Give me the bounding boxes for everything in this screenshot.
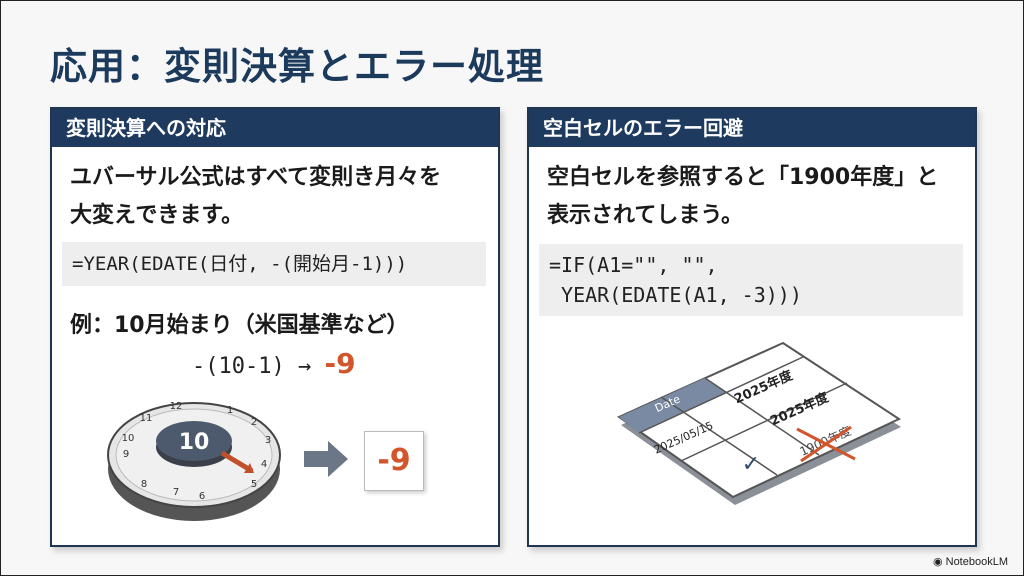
logo-icon: ◉ bbox=[932, 556, 946, 568]
calc-line: -(10-1) → -9 bbox=[192, 347, 356, 380]
card-fiscal-year: 変則決算への対応 ユバーサル公式はすべて変則き月々を 大変えできます。 =YEA… bbox=[50, 107, 500, 547]
card-header-blank: 空白セルのエラー回避 bbox=[529, 109, 975, 147]
card-blank-cell: 空白セルのエラー回避 空白セルを参照すると「1900年度」と 表示されてしまう。… bbox=[527, 107, 977, 547]
right-text-line-2: 表示されてしまう。 bbox=[547, 203, 744, 228]
notebooklm-logo: ◉ NotebookLM bbox=[933, 555, 1008, 568]
card-header-fiscal: 変則決算への対応 bbox=[52, 109, 498, 147]
clock-num-4: 4 bbox=[261, 459, 267, 470]
example-label: 例：10月始まり（米国基準など） bbox=[70, 313, 409, 338]
clock-num-12: 12 bbox=[170, 401, 183, 412]
formula-blank-line-2: YEAR(EDATE(A1, -3))) bbox=[549, 283, 802, 307]
logo-text: NotebookLM bbox=[945, 556, 1008, 568]
clock-num-2: 2 bbox=[251, 417, 257, 428]
check-icon: ✓ bbox=[742, 452, 760, 477]
result-box: -9 bbox=[364, 431, 424, 491]
calc-expression: -(10-1) → bbox=[192, 354, 325, 379]
left-text-line-1: ユバーサル公式はすべて変則き月々を bbox=[70, 165, 442, 190]
clock-num-5: 5 bbox=[251, 479, 257, 490]
clock-num-8: 8 bbox=[141, 479, 147, 490]
left-text-line-2: 大変えできます。 bbox=[70, 203, 244, 228]
right-text-line-1: 空白セルを参照すると「1900年度」と bbox=[547, 165, 939, 190]
calc-result: -9 bbox=[324, 347, 356, 380]
formula-blank-line-1: =IF(A1="", "", bbox=[549, 253, 718, 277]
clock-num-3: 3 bbox=[265, 435, 271, 446]
arrow-right-icon bbox=[304, 441, 348, 477]
clock-center-label: 10 bbox=[179, 430, 210, 455]
clock-num-9: 9 bbox=[123, 449, 129, 460]
formula-blank: =IF(A1="", "", YEAR(EDATE(A1, -3))) bbox=[539, 244, 963, 316]
clock-num-11: 11 bbox=[140, 413, 153, 424]
clock-num-6: 6 bbox=[199, 491, 205, 502]
clock-num-7: 7 bbox=[173, 487, 179, 498]
table-illustration: Date 2025/05/15 2025年度 2025年度 1900年度 ✓ bbox=[616, 341, 902, 505]
formula-fiscal: =YEAR(EDATE(日付, -(開始月-1))) bbox=[62, 242, 486, 286]
clock-num-1: 1 bbox=[227, 405, 233, 416]
clock-illustration: 12 1 2 3 4 5 6 7 8 9 10 11 10 bbox=[107, 401, 281, 521]
slide-title: 応用：変則決算とエラー処理 bbox=[50, 45, 544, 88]
clock-num-10: 10 bbox=[122, 433, 135, 444]
